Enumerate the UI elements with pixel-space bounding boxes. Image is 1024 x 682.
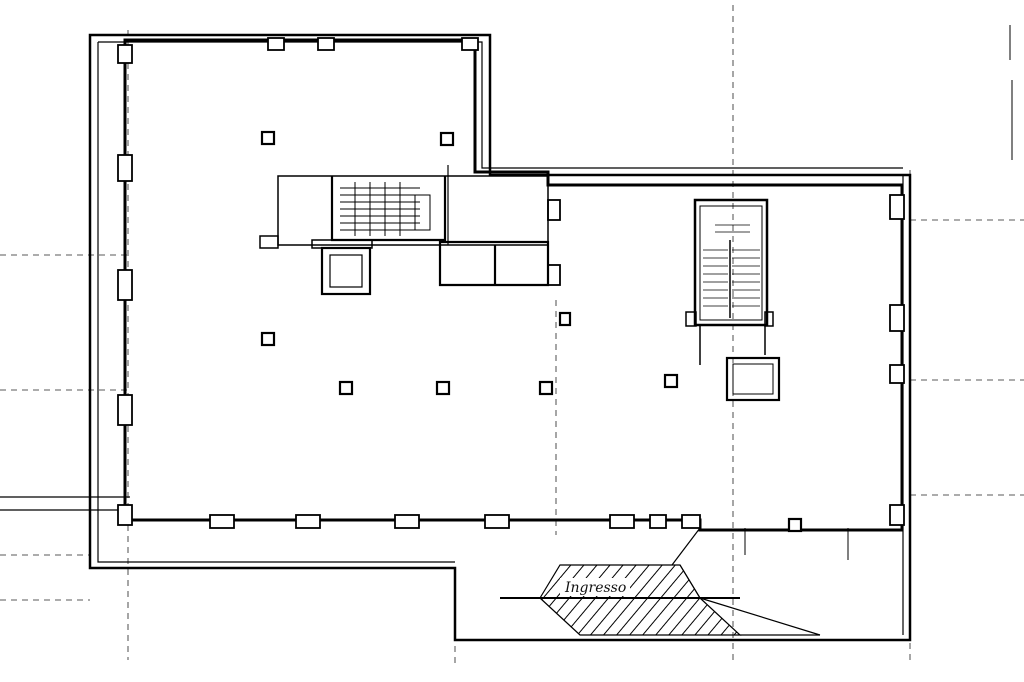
central-core-block: [259, 165, 550, 296]
entrance-label: Ingresso: [564, 580, 626, 596]
entrance-ramp: [500, 527, 821, 636]
datum-line: [0, 496, 130, 511]
east-staircase: [685, 198, 774, 365]
annotation-ticks: [744, 25, 1013, 560]
central-staircase: [340, 182, 431, 236]
east-shaft: [725, 356, 781, 402]
dashed-grid-lines: [0, 5, 1024, 665]
structural-columns: [260, 130, 803, 533]
wall-pilasters: [117, 37, 905, 529]
outer-boundary-wall: [88, 33, 912, 642]
